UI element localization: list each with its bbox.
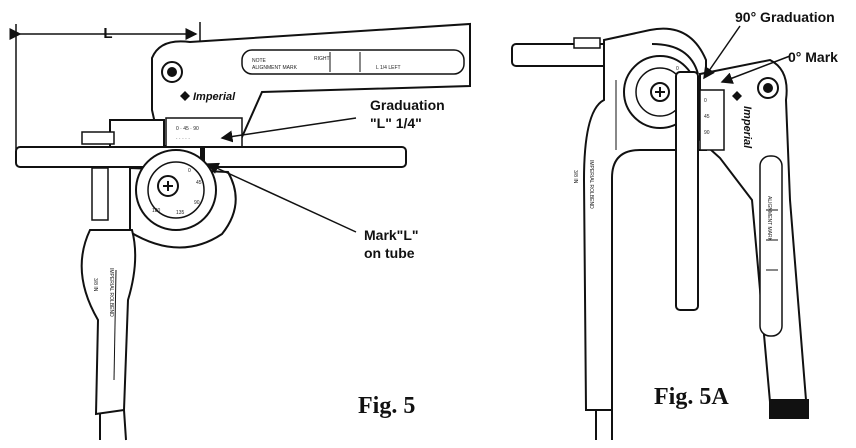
svg-text:0: 0 [676, 66, 679, 72]
svg-text:0 · 45 · 90: 0 · 45 · 90 [176, 126, 199, 132]
lower-handle: 3/8 IN IMPERIAL ROLBEND [80, 229, 137, 441]
brand-label: Imperial [193, 91, 236, 103]
mark-callout-line1: Mark"L" [364, 227, 419, 243]
mark-callout-line2: on tube [364, 245, 415, 261]
graduation-callout-line1: Graduation [370, 97, 445, 113]
svg-text:RIGHT: RIGHT [314, 56, 330, 62]
svg-text:IMPERIAL ROLBEND: IMPERIAL ROLBEND [108, 268, 114, 317]
svg-text:0: 0 [704, 98, 707, 104]
bending-wheel: 0 45 90 135 180 [129, 149, 237, 249]
figure-5: L NOTE ALIGNMENT MARK RIGHT L 1/4 LEFT I… [9, 22, 471, 441]
mark-leader-line [206, 162, 357, 233]
mark-0-callout: 0° Mark [788, 49, 838, 65]
svg-text:3/8 IN: 3/8 IN [572, 170, 578, 184]
svg-text:180: 180 [152, 208, 161, 214]
tube [15, 146, 407, 168]
svg-text:L 1/4 LEFT: L 1/4 LEFT [376, 65, 401, 71]
svg-text:IMPERIAL ROLBEND: IMPERIAL ROLBEND [588, 160, 594, 209]
graduation-90-callout: 90° Graduation [735, 9, 835, 25]
tube-vertical [675, 71, 699, 311]
dimension-label: L [103, 25, 112, 42]
graduation-90-leader [703, 25, 741, 80]
svg-text:45: 45 [196, 180, 202, 186]
svg-text:90: 90 [194, 200, 200, 206]
graduation-leader-line [220, 117, 357, 143]
figure-5a-caption: Fig. 5A [654, 384, 729, 410]
mark-l-on-tube [200, 146, 205, 168]
svg-text:45: 45 [704, 114, 710, 120]
svg-text:3/8 IN: 3/8 IN [92, 278, 98, 292]
svg-text:135: 135 [176, 210, 185, 216]
figure-5a: 3/8 IN IMPERIAL ROLBEND 0 45 90 ALIGNMEN… [511, 25, 809, 440]
imperial-logo-5a [732, 91, 742, 101]
graduation-callout-line2: "L" 1/4" [370, 115, 422, 131]
figure-5-caption: Fig. 5 [358, 393, 415, 419]
right-handle: ALIGNMENT MARK 0 45 90 [699, 58, 809, 419]
svg-text:ALIGNMENT MARK: ALIGNMENT MARK [252, 65, 298, 71]
svg-text:NOTE: NOTE [252, 58, 267, 64]
graduation-block: 0 · 45 · 90 · · · · · [165, 117, 243, 149]
svg-text:90: 90 [704, 130, 710, 136]
mark-0-leader [720, 55, 791, 84]
brand-label-5a: Imperial [741, 106, 753, 149]
svg-text:0: 0 [188, 168, 191, 174]
svg-text:· · · · ·: · · · · · [176, 136, 190, 142]
imperial-logo [180, 91, 190, 101]
svg-text:ALIGNMENT MARK: ALIGNMENT MARK [766, 196, 772, 242]
